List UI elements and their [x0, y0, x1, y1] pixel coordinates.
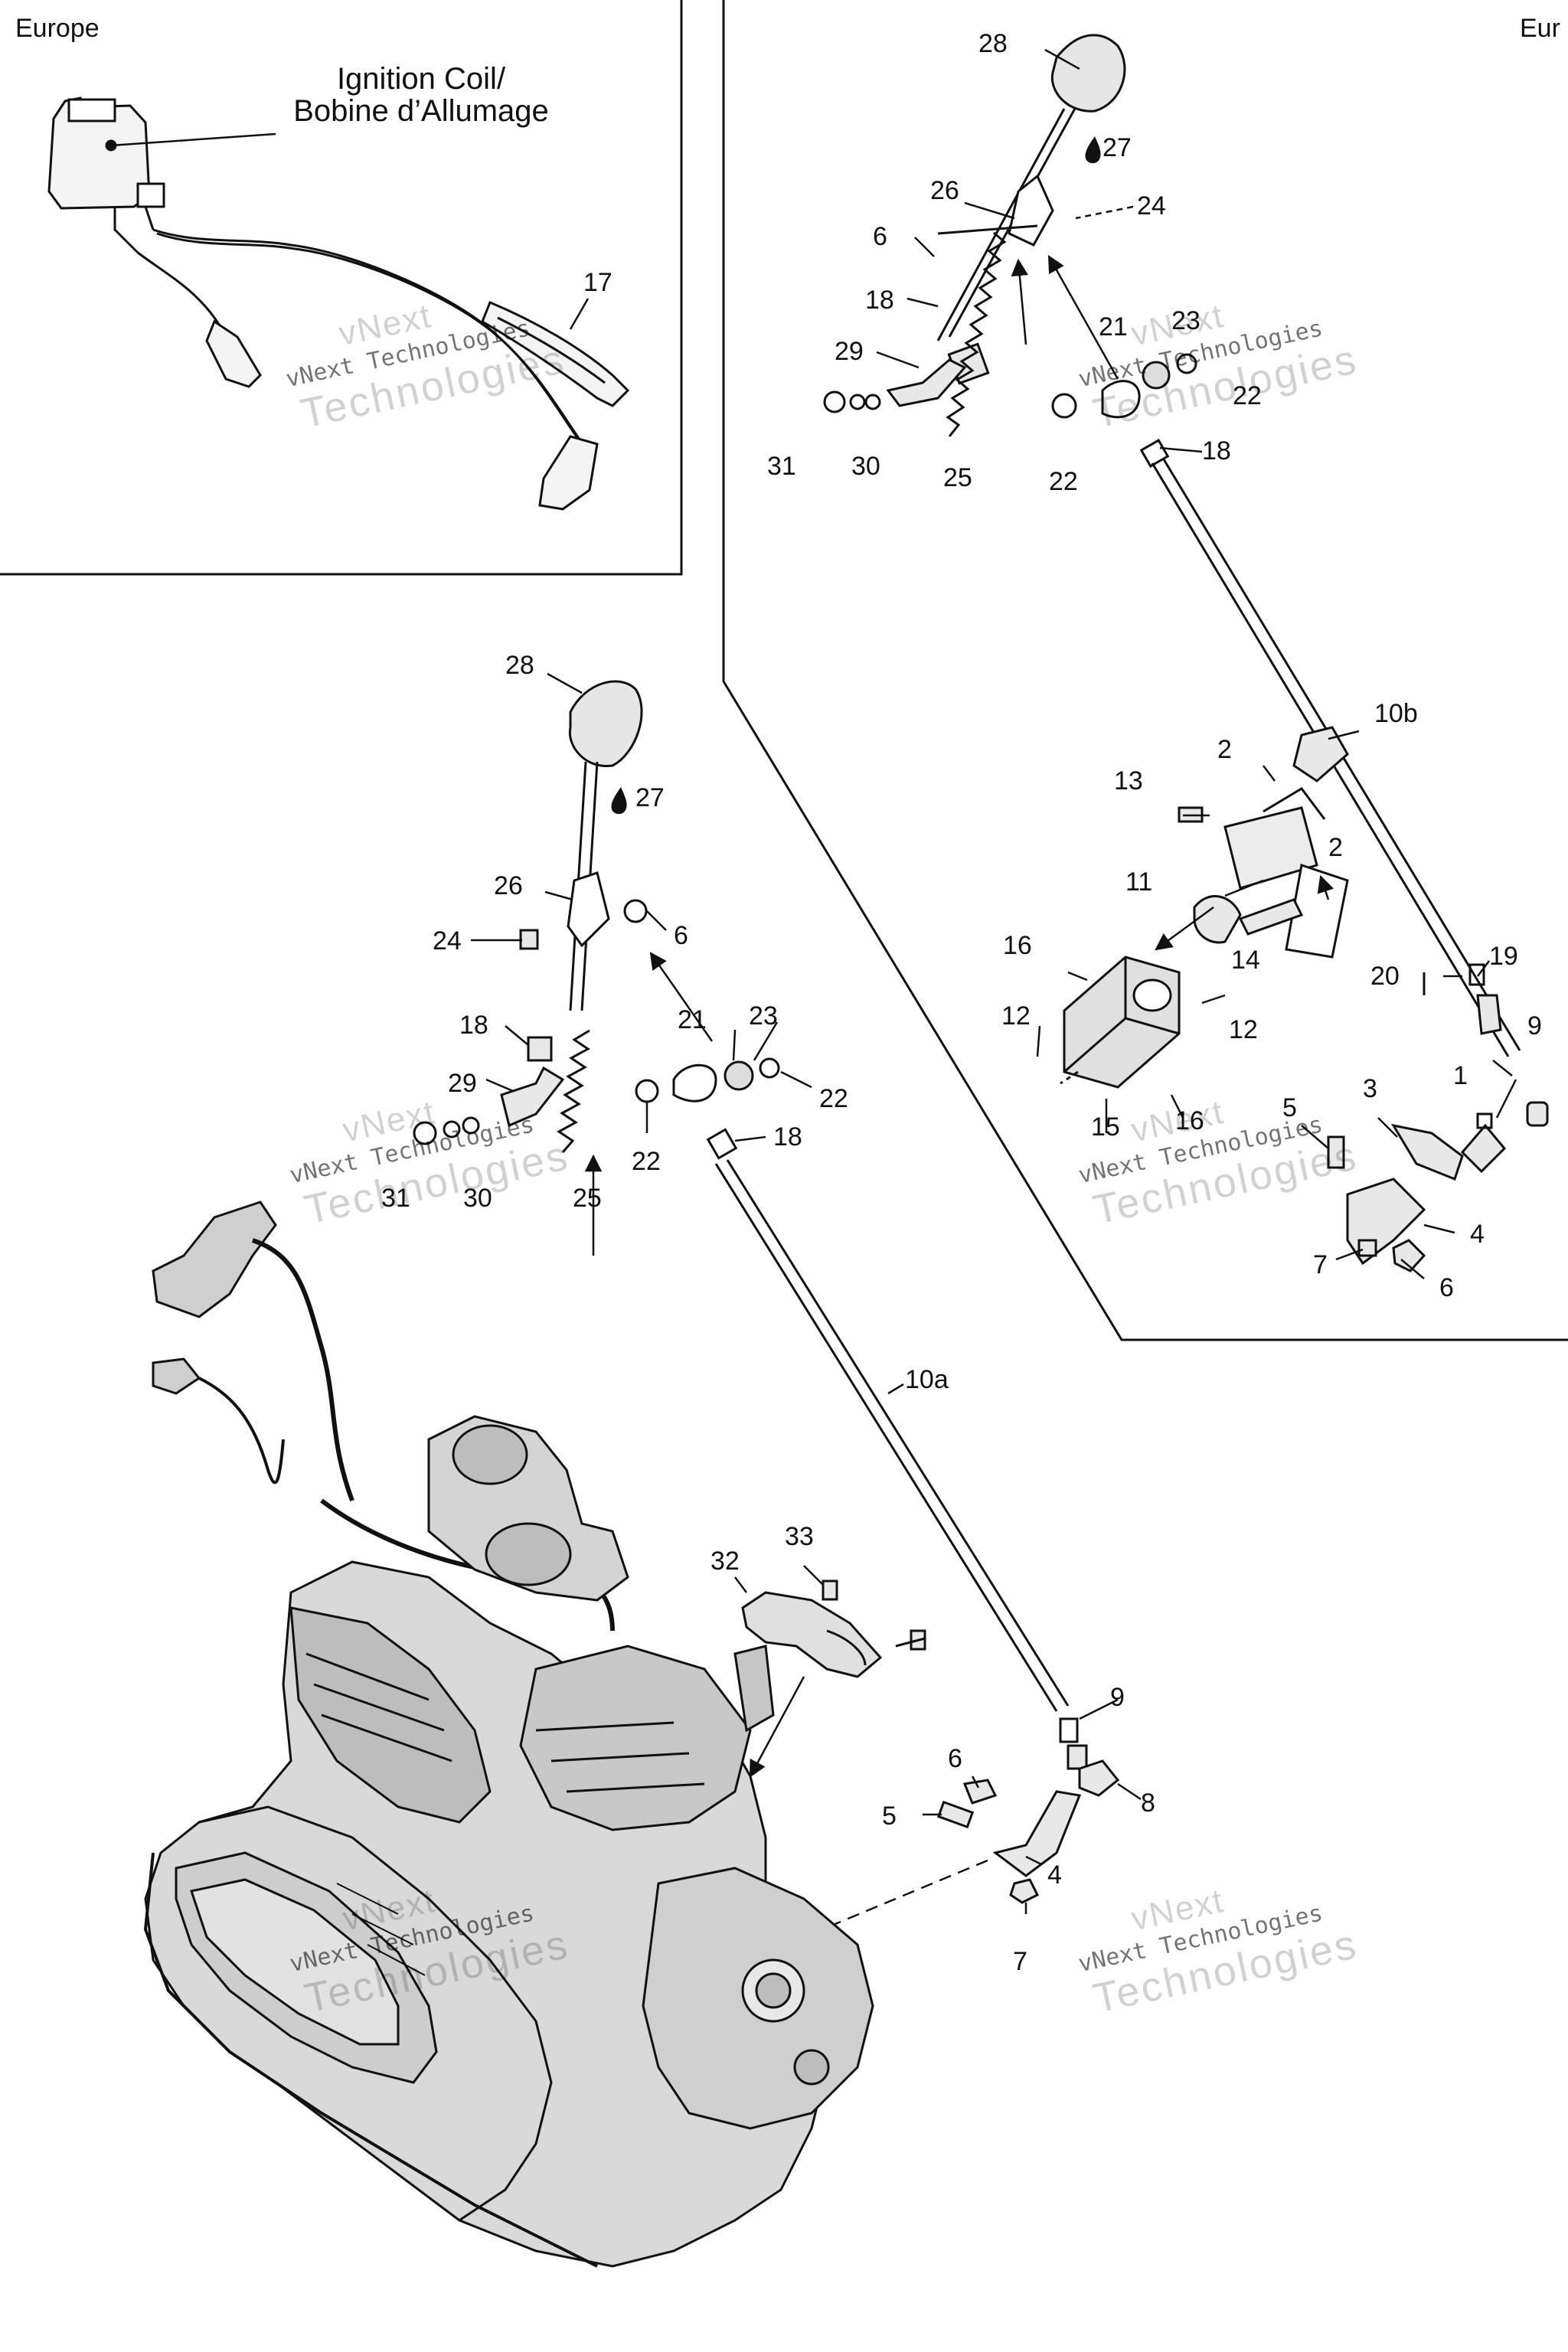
callout-29: 29	[448, 1069, 477, 1098]
callout-21: 21	[678, 1005, 707, 1034]
callout-22: 22	[632, 1147, 661, 1176]
callout-14: 14	[1231, 946, 1260, 975]
callout-27: 27	[635, 783, 665, 812]
callout-9: 9	[1110, 1683, 1125, 1712]
callout-5: 5	[1282, 1093, 1297, 1122]
callout-7: 7	[1013, 1947, 1027, 1976]
top-right-assembly	[823, 34, 1549, 1272]
callout-18: 18	[773, 1122, 802, 1152]
callout-18: 18	[459, 1011, 488, 1040]
callout-30: 30	[851, 452, 880, 481]
callout-24: 24	[433, 926, 462, 956]
tr-switch-bracket	[1223, 806, 1318, 890]
callout-16: 16	[1175, 1106, 1204, 1135]
callout-2: 2	[1328, 833, 1343, 862]
m-lower-bracket	[992, 1790, 1082, 1877]
callout-32: 32	[710, 1547, 740, 1576]
callout-26: 26	[930, 176, 959, 205]
m-cover-plate	[741, 1591, 883, 1678]
callout-7: 7	[1313, 1250, 1328, 1279]
callout-3: 3	[1363, 1074, 1377, 1103]
callout-1: 1	[1453, 1061, 1468, 1090]
m-link-rod	[714, 1163, 1058, 1712]
callout-6: 6	[674, 921, 688, 950]
callout-12: 12	[1229, 1015, 1258, 1044]
tr-shift-knob	[1050, 34, 1126, 113]
callout-4: 4	[1047, 1860, 1062, 1890]
callout-4: 4	[1470, 1220, 1485, 1249]
callout-22: 22	[1233, 381, 1262, 410]
callout-16: 16	[1003, 931, 1032, 960]
callout-31: 31	[381, 1184, 410, 1213]
callout-21: 21	[1099, 312, 1128, 341]
ignition-coil-drawing	[47, 96, 630, 511]
callout-6: 6	[873, 222, 887, 251]
tr-lower-lever	[1390, 1123, 1464, 1181]
callout-11: 11	[1125, 867, 1153, 897]
tr-spring	[946, 231, 1007, 437]
callout-25: 25	[573, 1184, 602, 1213]
callout-17: 17	[583, 268, 612, 297]
callout-25: 25	[943, 463, 972, 492]
callout-6: 6	[1439, 1273, 1454, 1302]
callout-28: 28	[978, 29, 1008, 58]
callout-28: 28	[505, 651, 534, 680]
region-label-europe: Europe	[15, 14, 100, 43]
engine-drawing	[143, 1200, 874, 2268]
callout-23: 23	[749, 1001, 778, 1031]
callout-29: 29	[835, 337, 864, 366]
frame-lines	[0, 0, 1568, 1341]
middle-assembly	[413, 680, 1120, 1904]
region-label-eur: Eur	[1520, 14, 1560, 43]
tr-drop-icon	[1085, 136, 1101, 164]
callout-18: 18	[1202, 436, 1231, 466]
callout-13: 13	[1114, 766, 1143, 795]
callout-22: 22	[1049, 467, 1078, 496]
inset-17-leader	[569, 298, 590, 330]
m-shift-knob	[568, 680, 643, 767]
callout-19: 19	[1489, 942, 1518, 971]
callout-26: 26	[494, 871, 523, 900]
top-right-leaders	[876, 48, 1517, 1279]
callout-10a: 10a	[905, 1365, 949, 1394]
ignition-coil-title: Ignition Coil/ Bobine d’Allumage	[260, 63, 582, 127]
callout-23: 23	[1171, 306, 1200, 335]
callout-18: 18	[865, 286, 894, 315]
callout-5: 5	[882, 1802, 897, 1831]
callout-2: 2	[1217, 735, 1232, 764]
grease-drop-icons	[611, 136, 1101, 815]
callout-8: 8	[1141, 1788, 1155, 1818]
callout-10b: 10b	[1374, 699, 1418, 728]
callout-15: 15	[1091, 1112, 1120, 1142]
callout-20: 20	[1370, 962, 1400, 991]
callout-33: 33	[785, 1522, 814, 1551]
m-spring	[557, 1029, 590, 1153]
callout-6: 6	[948, 1744, 962, 1773]
callout-27: 27	[1102, 133, 1132, 162]
callout-12: 12	[1001, 1001, 1031, 1031]
callout-31: 31	[767, 452, 796, 481]
ignition-coil-title-en: Ignition Coil/	[336, 62, 506, 96]
callout-9: 9	[1527, 1011, 1542, 1040]
callout-30: 30	[463, 1184, 492, 1213]
ignition-coil-leader	[110, 132, 276, 147]
m-drop-icon	[611, 787, 627, 815]
ignition-coil-title-fr: Bobine d’Allumage	[293, 94, 549, 128]
callout-22: 22	[819, 1084, 848, 1113]
callout-24: 24	[1137, 191, 1166, 220]
